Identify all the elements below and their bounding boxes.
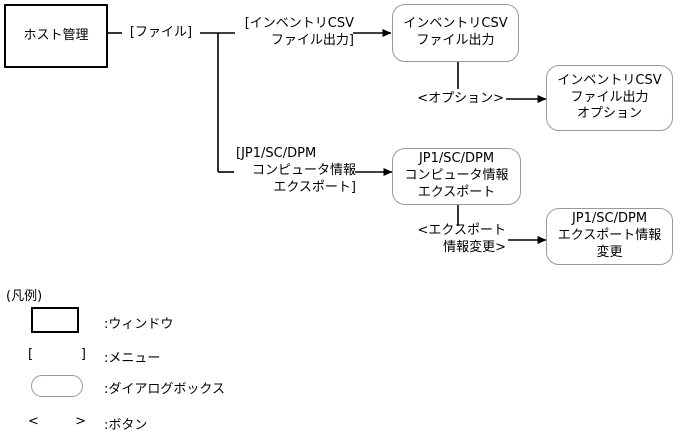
button-export-info-change-line2: 情報変更> [443,239,506,255]
legend-dialog-shape [31,375,83,397]
legend-button-shape: < > [28,414,86,429]
menu-jp1-computer-info-export-line3: エクスポート] [273,179,356,195]
menu-inventory-csv-export[interactable]: [インベントリCSV ファイル出力] [198,16,354,50]
dialog-jp1-computer-info-export[interactable]: JP1/SC/DPM コンピュータ情報 エクスポート [392,148,521,205]
legend-button-angle-open: < [28,414,39,429]
dialog-jp1-export-info-change-line3: 変更 [596,244,623,260]
dialog-jp1-export-info-change-line1: JP1/SC/DPM [571,211,648,227]
legend-window-shape [31,307,79,333]
dialog-jp1-computer-info-export-line2: コンピュータ情報 [404,168,509,184]
legend-button-label: :ボタン [104,418,148,433]
legend-window-label: :ウィンドウ [104,317,174,332]
menu-inventory-csv-export-line1: [インベントリCSV [244,16,354,31]
menu-file-label: [ファイル] [129,25,193,40]
dialog-inventory-csv-export-option[interactable]: インベントリCSV ファイル出力 オプション [546,65,673,131]
legend-menu-shape: [ ] [28,347,86,362]
dialog-inventory-csv-export-option-line3: オプション [576,106,642,122]
window-host-management[interactable]: ホスト管理 [4,4,108,68]
menu-jp1-computer-info-export-line2: コンピュータ情報 [251,162,356,178]
dialog-jp1-computer-info-export-line1: JP1/SC/DPM [418,151,495,167]
legend-menu-bracket-close: ] [80,347,86,362]
dialog-inventory-csv-export[interactable]: インベントリCSV ファイル出力 [392,4,519,62]
menu-jp1-computer-info-export-line1: [JP1/SC/DPM [236,146,317,161]
menu-jp1-computer-info-export[interactable]: [JP1/SC/DPM コンピュータ情報 エクスポート] [222,146,356,197]
legend-dialog-label: :ダイアログボックス [104,382,225,397]
legend-menu-bracket-open: [ [28,347,34,362]
window-host-management-label: ホスト管理 [23,27,89,43]
button-option-label: <オプション> [417,91,504,106]
dialog-inventory-csv-export-option-line1: インベントリCSV [557,72,662,88]
dialog-inventory-csv-export-line2: ファイル出力 [416,33,495,48]
menu-file[interactable]: [ファイル] [120,25,202,42]
dialog-jp1-export-info-change-line2: エクスポート情報 [557,228,662,244]
dialog-jp1-computer-info-export-line3: エクスポート [417,184,496,200]
dialog-inventory-csv-export-option-line2: ファイル出力 [570,89,649,105]
dialog-jp1-export-info-change[interactable]: JP1/SC/DPM エクスポート情報 変更 [546,208,673,265]
legend-button-angle-close: > [75,414,86,429]
button-option[interactable]: <オプション> [384,91,504,108]
legend-menu-label: :メニュー [104,351,161,366]
button-export-info-change-line1: <エクスポート [417,223,506,238]
dialog-inventory-csv-export-line1: インベントリCSV [403,16,508,32]
legend-title: (凡例) [6,289,43,304]
button-export-info-change[interactable]: <エクスポート 情報変更> [386,223,506,257]
menu-inventory-csv-export-line2: ファイル出力] [270,32,354,48]
